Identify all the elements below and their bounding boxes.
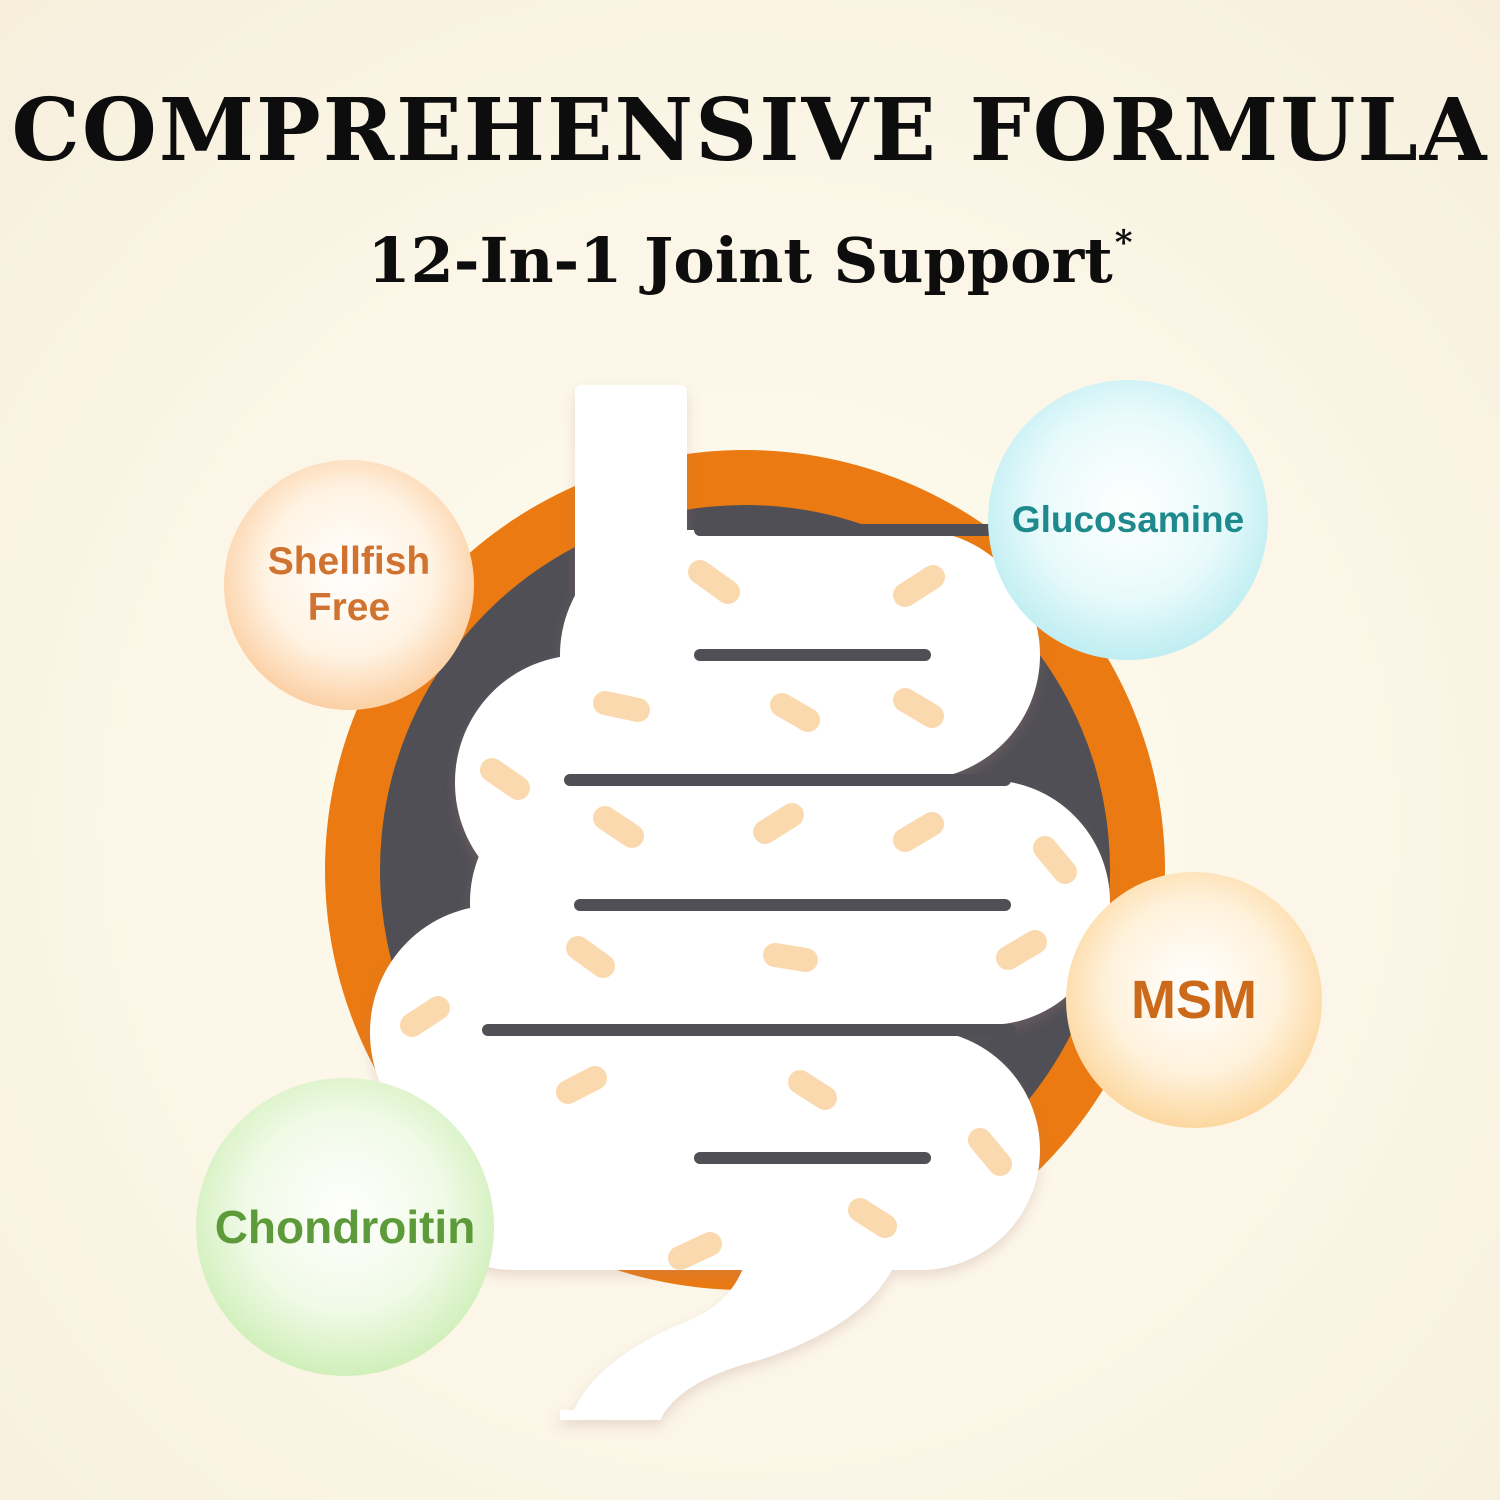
fiber-dashes: [400, 560, 1077, 1270]
chondroitin-bubble: Chondroitin: [196, 1078, 494, 1376]
chondroitin-label: Chondroitin: [214, 1201, 476, 1253]
tube-folds: [482, 524, 1026, 1164]
headline: COMPREHENSIVE FORMULA: [11, 80, 1489, 181]
shellfish-free-bubble: Shellfish Free: [224, 460, 474, 710]
msm-bubble: MSM: [1066, 872, 1322, 1128]
subheadline-text: 12-In-1 Joint Support: [367, 224, 1113, 297]
shellfish-free-label-line2: Free: [307, 586, 391, 629]
msm-label: MSM: [1131, 970, 1257, 1030]
subheadline: 12-In-1 Joint Support*: [0, 226, 1500, 292]
glucosamine-bubble: Glucosamine: [988, 380, 1268, 660]
shellfish-free-label-line1: Shellfish: [267, 540, 431, 583]
glucosamine-label: Glucosamine: [1011, 499, 1245, 540]
asterisk-mark: *: [1114, 223, 1133, 263]
